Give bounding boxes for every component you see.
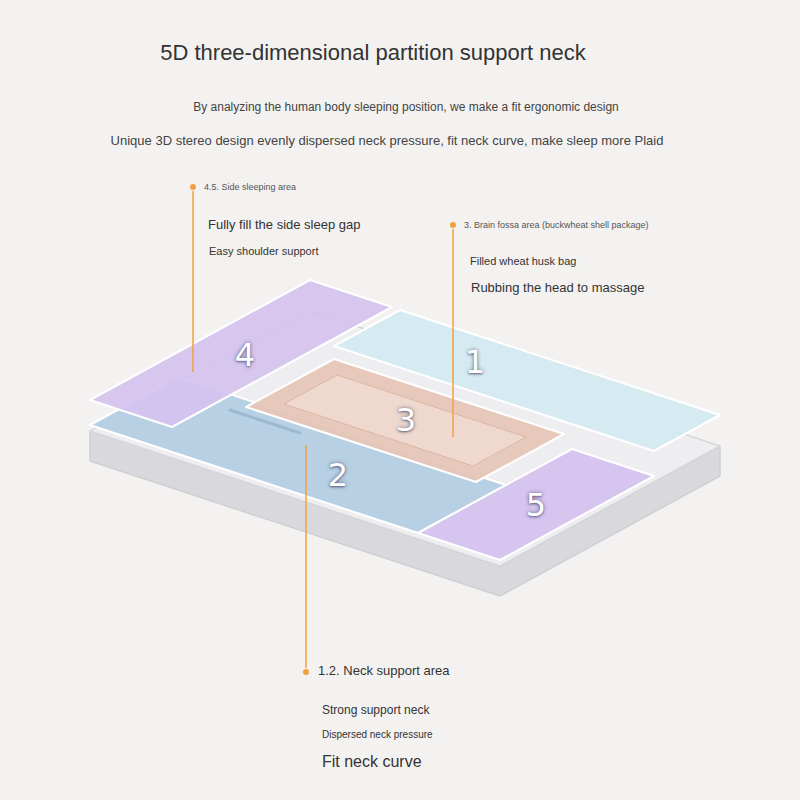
- callout-number: 5: [526, 486, 546, 524]
- callout-heading: 1.2. Neck support area: [318, 663, 450, 679]
- callout-number: 2: [328, 456, 348, 494]
- leader-dot: [190, 184, 196, 190]
- callout-text: Strong support neck: [322, 703, 429, 717]
- callout-number: 4: [235, 336, 255, 374]
- neck-panel: [334, 310, 720, 451]
- callout-number: 1: [465, 343, 485, 381]
- callout-heading: 4.5. Side sleeping area: [204, 182, 296, 193]
- leader-line: [192, 191, 194, 372]
- leader-line: [305, 445, 307, 668]
- side-panel: [90, 280, 392, 427]
- leader-dot: [450, 222, 456, 228]
- subtitle: Unique 3D stereo design evenly dispersed…: [111, 133, 664, 149]
- leader-dot: [303, 669, 309, 675]
- callout-text: Fully fill the side sleep gap: [208, 217, 360, 233]
- subtitle: By analyzing the human body sleeping pos…: [193, 100, 619, 114]
- title: 5D three-dimensional partition support n…: [160, 40, 586, 66]
- callout-number: 3: [396, 401, 416, 439]
- callout-heading: 3. Brain fossa area (buckwheat shell pac…: [464, 220, 649, 231]
- callout-text: Fit neck curve: [322, 752, 422, 771]
- callout-text: Dispersed neck pressure: [322, 729, 433, 741]
- callout-text: Filled wheat husk bag: [470, 255, 576, 268]
- callout-text: Easy shoulder support: [209, 245, 318, 258]
- callout-text: Rubbing the head to massage: [471, 280, 644, 296]
- leader-line: [452, 229, 454, 437]
